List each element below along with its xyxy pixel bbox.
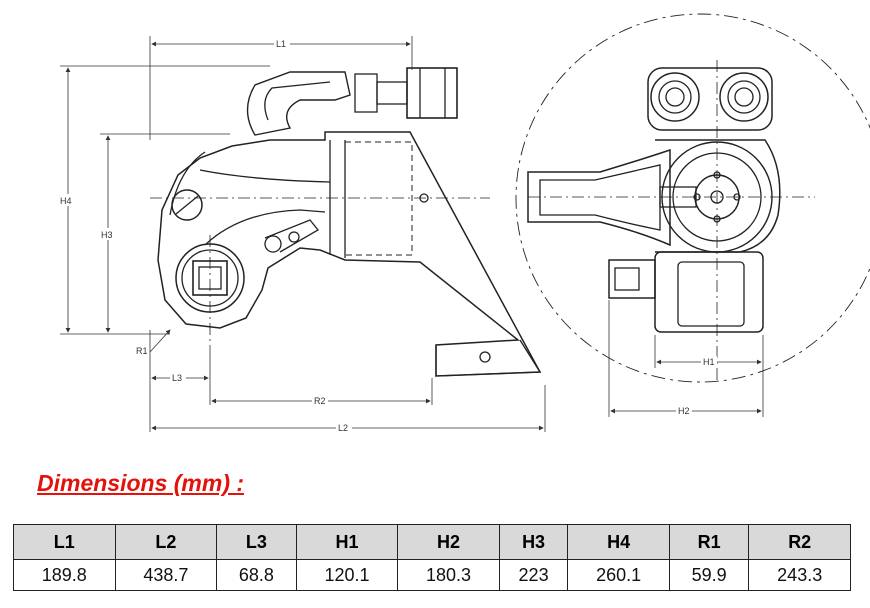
- front-view: [515, 13, 870, 383]
- header-l3: L3: [216, 524, 297, 560]
- front-dimension-labels: H1 H2: [676, 356, 717, 417]
- reaction-arm: [527, 148, 671, 247]
- lower-body-inner: [677, 261, 745, 327]
- value-l1: 189.8: [13, 559, 116, 591]
- dimensions-table: L1 L2 L3 H1 H2 H3 H4 R1 R2 189.8 438.7 6…: [13, 524, 851, 591]
- coupler-left-core: [665, 87, 685, 107]
- value-l3: 68.8: [216, 559, 297, 591]
- pawl-pin-2: [288, 231, 300, 243]
- label-r2: R2: [314, 396, 326, 406]
- coupler-right-core: [734, 87, 754, 107]
- body-inner-curve-2: [204, 209, 326, 246]
- table-row: 189.8 438.7 68.8 120.1 180.3 223 260.1 5…: [13, 559, 851, 591]
- coupler-right: [719, 72, 769, 122]
- value-l2: 438.7: [114, 559, 218, 591]
- header-h2: H2: [397, 524, 500, 560]
- body-inner-curve: [169, 151, 206, 216]
- label-h4: H4: [60, 196, 72, 206]
- pivot-screw: [171, 189, 203, 221]
- header-r1: R1: [668, 524, 750, 560]
- coupler-right-inner: [727, 80, 761, 114]
- label-l1: L1: [276, 39, 286, 49]
- arm-slot: [539, 164, 661, 231]
- header-r2: R2: [748, 524, 851, 560]
- dimensions-heading: Dimensions (mm) :: [37, 470, 245, 496]
- front-dimensions: [608, 300, 764, 417]
- label-h3: H3: [101, 230, 113, 240]
- clearance-circle: [515, 13, 870, 383]
- value-h3: 223: [498, 559, 569, 591]
- label-h2: H2: [678, 406, 690, 416]
- foot-hole: [479, 351, 491, 363]
- header-h3: H3: [498, 524, 569, 560]
- header-l2: L2: [114, 524, 218, 560]
- pawl-pin: [264, 235, 282, 253]
- value-r2: 243.3: [748, 559, 851, 591]
- side-view: [150, 67, 542, 377]
- square-drive-front: [608, 259, 656, 299]
- label-r1: R1: [136, 346, 148, 356]
- label-h1: H1: [703, 357, 715, 367]
- header-h4: H4: [567, 524, 670, 560]
- torque-wrench-drawing: L1 H4 H3 R1 L3 R2 L2: [60, 13, 870, 434]
- coupler-left: [650, 72, 700, 122]
- header-h1: H1: [295, 524, 399, 560]
- side-dimensions: [60, 36, 546, 432]
- coupler-block: [647, 67, 773, 131]
- value-h2: 180.3: [397, 559, 500, 591]
- hidden-line: [345, 141, 413, 256]
- value-r1: 59.9: [668, 559, 750, 591]
- swivel-elbow: [246, 71, 351, 136]
- table-header-row: L1 L2 L3 H1 H2 H3 H4 R1 R2: [13, 524, 851, 560]
- reaction-foot: [435, 339, 542, 377]
- screw-slot: [175, 195, 199, 215]
- swivel-inner: [264, 81, 331, 121]
- body-inner-curve-3: [199, 169, 331, 183]
- hex-nut: [354, 73, 378, 113]
- value-h4: 260.1: [567, 559, 670, 591]
- square-drive-front-inner: [614, 267, 640, 291]
- head-housing: [655, 139, 781, 253]
- header-l1: L1: [13, 524, 116, 560]
- quick-coupler: [406, 67, 458, 119]
- fitting-body: [376, 81, 408, 105]
- wrench-body-outline: [157, 131, 542, 377]
- lower-body: [654, 251, 764, 333]
- side-dimension-labels: L1 H4 H3 R1 L3 R2 L2: [60, 38, 352, 434]
- pawl: [264, 219, 319, 253]
- label-l2: L2: [338, 423, 348, 433]
- coupler-left-inner: [658, 80, 692, 114]
- label-l3: L3: [172, 373, 182, 383]
- value-h1: 120.1: [295, 559, 399, 591]
